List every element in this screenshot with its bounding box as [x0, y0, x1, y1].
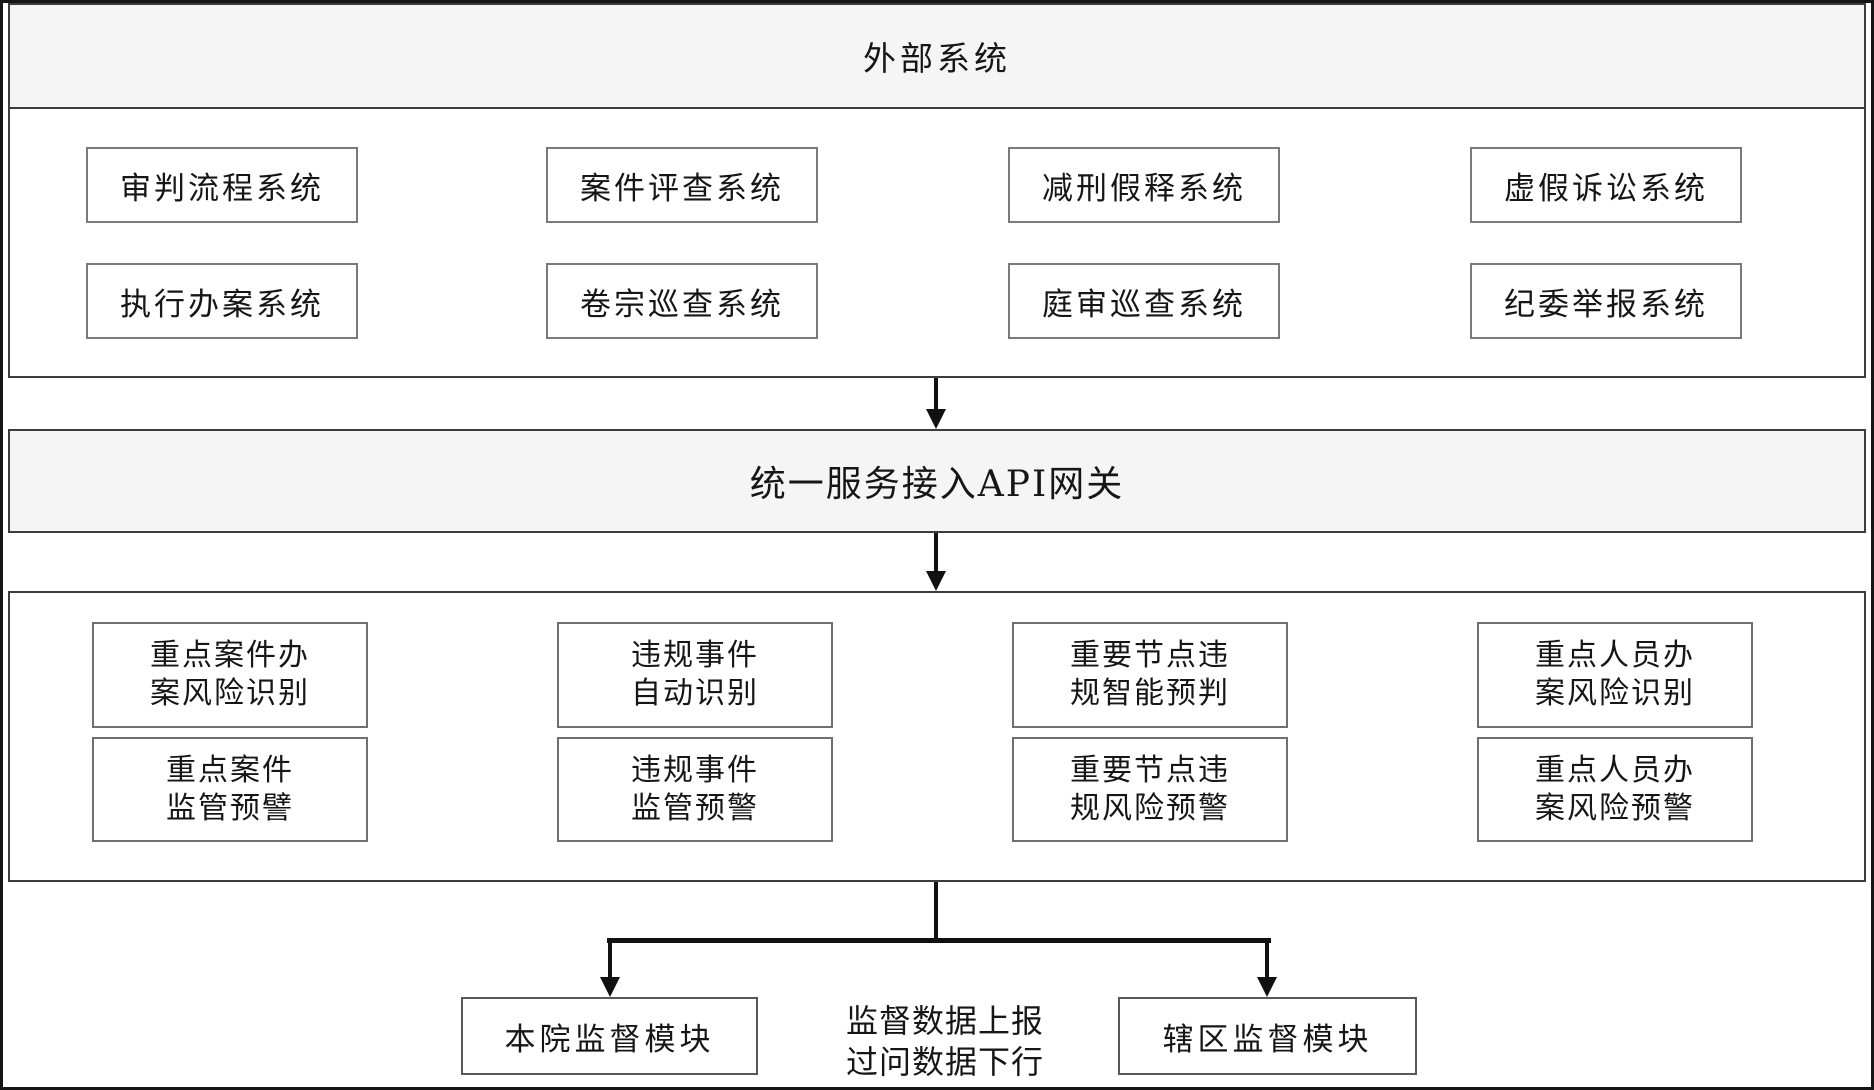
box-label-line2: 案风险识别: [150, 676, 310, 711]
box-label: 减刑假释系统: [1042, 170, 1246, 207]
box-label: 卷宗巡查系统: [580, 286, 784, 323]
box-label: 辖区监督模块: [1162, 1021, 1373, 1058]
note-line2: 过问数据下行: [845, 1043, 1044, 1081]
external-systems-title: 外部系统: [863, 39, 1011, 78]
arrow-line: [934, 533, 938, 571]
arrow-down-icon: [1257, 977, 1277, 997]
box-label-line2: 规智能预判: [1070, 676, 1230, 711]
box-label-line2: 案风险识别: [1535, 676, 1695, 711]
box-label-line1: 重要节点违: [1070, 752, 1230, 788]
note-line1: 监督数据上报: [845, 1002, 1044, 1040]
arrow-down-icon: [926, 409, 946, 429]
box-label: 纪委举报系统: [1504, 286, 1708, 323]
box-label-line2: 案风险预警: [1535, 790, 1695, 826]
box-label: 审判流程系统: [120, 170, 324, 207]
external-system-box-discipline-report: 纪委举报系统: [1470, 263, 1742, 339]
box-label-line2: 规风险预警: [1070, 790, 1230, 826]
box-label-line1: 重要节点违: [1070, 638, 1230, 673]
external-system-box-court-patrol: 庭审巡查系统: [1008, 263, 1280, 339]
external-system-box-dossier-patrol: 卷宗巡查系统: [546, 263, 818, 339]
arrow-down-icon: [926, 571, 946, 591]
external-system-box-trial-process: 审判流程系统: [86, 147, 358, 223]
box-label: 执行办案系统: [120, 286, 324, 323]
external-system-box-commutation: 减刑假释系统: [1008, 147, 1280, 223]
local-court-supervision-module-box: 本院监督模块: [461, 997, 758, 1075]
module-box-node-violation-prediction: 重要节点违 规智能预判: [1012, 622, 1288, 728]
box-label: 本院监督模块: [504, 1021, 715, 1058]
box-label-line1: 重点案件办: [150, 638, 310, 673]
arrow-line: [934, 378, 938, 410]
district-supervision-module-box: 辖区监督模块: [1118, 997, 1417, 1075]
module-box-key-person-risk-identification: 重点人员办 案风险识别: [1477, 622, 1753, 728]
module-box-key-person-risk-warning: 重点人员办 案风险预警: [1477, 737, 1753, 842]
module-box-violation-auto-identification: 违规事件 自动识别: [557, 622, 833, 728]
arrow-down-icon: [600, 977, 620, 997]
box-label: 庭审巡查系统: [1042, 286, 1246, 323]
box-label-line2: 自动识别: [631, 676, 759, 711]
box-label-line1: 违规事件: [631, 752, 759, 788]
module-box-key-case-risk-identification: 重点案件办 案风险识别: [92, 622, 368, 728]
box-label: 案件评查系统: [580, 170, 784, 207]
external-systems-header: 外部系统: [10, 5, 1864, 109]
external-systems-section: 外部系统 审判流程系统 案件评查系统 减刑假释系统 虚假诉讼系统 执行办案系统 …: [8, 3, 1866, 378]
box-label-line1: 重点案件: [166, 752, 294, 788]
external-system-box-case-review: 案件评查系统: [546, 147, 818, 223]
data-flow-note: 监督数据上报 过问数据下行: [795, 1001, 1095, 1083]
box-label: 虚假诉讼系统: [1504, 170, 1708, 207]
module-box-key-case-warning: 重点案件 监管预譬: [92, 737, 368, 842]
api-gateway-bar: 统一服务接入API网关: [8, 429, 1866, 533]
connector-right-line: [1265, 941, 1269, 978]
api-gateway-label: 统一服务接入API网关: [749, 464, 1125, 505]
box-label-line2: 监管预譬: [166, 790, 294, 826]
box-label-line2: 监管预警: [631, 790, 759, 826]
analysis-modules-section: 重点案件办 案风险识别 违规事件 自动识别 重要节点违 规智能预判 重点人员办 …: [8, 591, 1866, 882]
connector-left-line: [608, 941, 612, 978]
box-label-line1: 重点人员办: [1535, 638, 1695, 673]
module-box-node-risk-warning: 重要节点违 规风险预警: [1012, 737, 1288, 842]
external-system-box-false-litigation: 虚假诉讼系统: [1470, 147, 1742, 223]
connector-horizontal-bar: [607, 938, 1271, 943]
module-box-violation-warning: 违规事件 监管预警: [557, 737, 833, 842]
box-label-line1: 违规事件: [631, 638, 759, 673]
external-system-box-enforcement: 执行办案系统: [86, 263, 358, 339]
box-label-line1: 重点人员办: [1535, 752, 1695, 788]
connector-center-line: [934, 882, 938, 939]
